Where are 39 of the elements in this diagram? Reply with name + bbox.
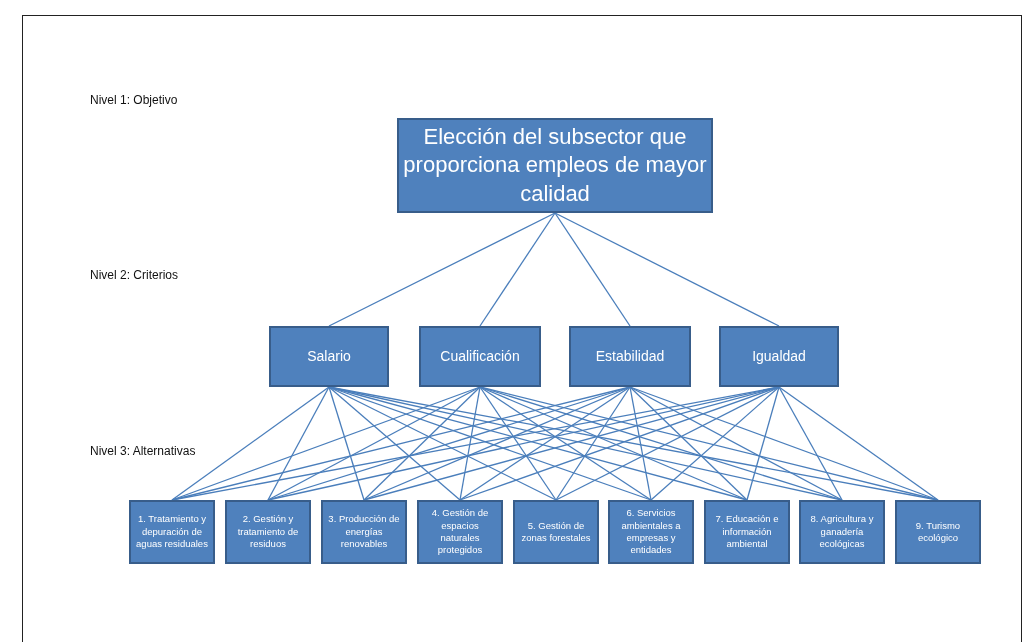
hierarchy-box: 5. Gestión de zonas forestales	[513, 500, 599, 564]
connector-line	[267, 386, 481, 501]
hierarchy-box: 2. Gestión y tratamiento de residuos	[225, 500, 311, 564]
hierarchy-box: Igualdad	[719, 326, 839, 387]
connector-line	[778, 386, 843, 501]
hierarchy-box: 3. Producción de energías renovables	[321, 500, 407, 564]
connector-line	[479, 386, 557, 501]
hierarchy-box: 1. Tratamiento y depuración de aguas residuales	[129, 500, 215, 564]
hierarchy-box: Cualificación	[419, 326, 541, 387]
hierarchy-box: 4. Gestión de espacios naturales protegidos	[417, 500, 503, 564]
connector-line	[554, 212, 631, 327]
connector-line	[479, 212, 556, 327]
hierarchy-box: 6. Servicios ambientales a empresas y entidades	[608, 500, 694, 564]
connector-line	[650, 386, 780, 501]
hierarchy-box: Elección del subsector que proporciona empleos de mayor calidad	[397, 118, 713, 213]
hierarchy-box: 9. Turismo ecológico	[895, 500, 981, 564]
connector-line	[328, 386, 461, 501]
level-label: Nivel 3: Alternativas	[90, 444, 196, 458]
connector-line	[171, 386, 330, 501]
connector-line	[459, 386, 631, 501]
level-label: Nivel 2: Criterios	[90, 268, 179, 282]
connector-line	[554, 212, 780, 327]
hierarchy-box: 8. Agricultura y ganadería ecológicas	[799, 500, 885, 564]
connector-line	[629, 386, 652, 501]
connector-line	[629, 386, 748, 501]
connector-line	[328, 212, 556, 327]
connector-line	[778, 386, 939, 501]
hierarchy-box: 7. Educación e información ambiental	[704, 500, 790, 564]
connector-line	[479, 386, 652, 501]
hierarchy-box: Estabilidad	[569, 326, 691, 387]
level-label: Nivel 1: Objetivo	[90, 93, 178, 107]
connector-line	[746, 386, 780, 501]
connector-line	[629, 386, 843, 501]
connector-line	[459, 386, 481, 501]
connector-line	[363, 386, 481, 501]
connector-line	[555, 386, 631, 501]
hierarchy-box: Salario	[269, 326, 389, 387]
connector-line	[267, 386, 330, 501]
connector-line	[328, 386, 365, 501]
